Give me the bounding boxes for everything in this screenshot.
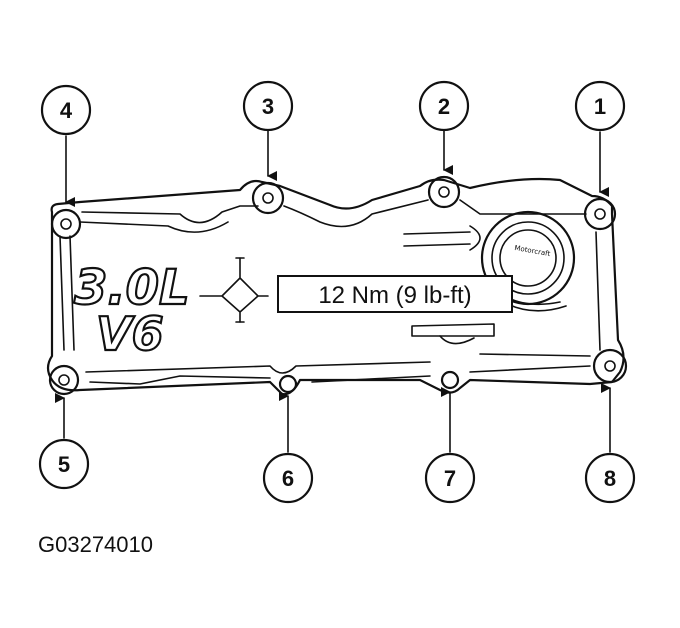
callout-circles: 1 2 3 4 5 6 7 8 (38, 80, 636, 504)
bolt-2 (427, 175, 461, 209)
figure-id: G03274010 (38, 532, 153, 557)
callout-6: 6 (262, 452, 314, 504)
callout-8: 8 (584, 452, 636, 504)
callout-number: 6 (282, 466, 294, 491)
callout-4: 4 (40, 84, 92, 136)
callout-7: 7 (424, 452, 476, 504)
callout-number: 7 (444, 466, 456, 491)
callout-number: 5 (58, 452, 70, 477)
callout-5: 5 (38, 438, 90, 490)
bolt-1 (583, 197, 617, 231)
callout-3: 3 (242, 80, 294, 132)
torque-spec-box: 12 Nm (9 lb-ft) (277, 275, 513, 313)
engine-label-displacement: 3.0L (74, 260, 190, 316)
bolt-7 (440, 370, 460, 390)
bolt-8 (592, 348, 628, 384)
torque-spec-text: 12 Nm (9 lb-ft) (318, 282, 471, 309)
engine-label-configuration: V6 (96, 307, 164, 361)
callout-arrows (55, 129, 611, 453)
bolt-4 (50, 208, 82, 240)
callout-1: 1 (574, 80, 626, 132)
cap-label: Motorcraft (514, 244, 551, 258)
bolt-6 (278, 374, 298, 394)
callout-number: 2 (438, 94, 450, 119)
callout-number: 8 (604, 466, 616, 491)
pcv-fitting (199, 257, 269, 323)
callout-number: 1 (594, 94, 606, 119)
bolt-3 (251, 181, 285, 215)
callout-2: 2 (418, 80, 470, 132)
callout-number: 4 (60, 98, 73, 123)
callout-number: 3 (262, 94, 274, 119)
